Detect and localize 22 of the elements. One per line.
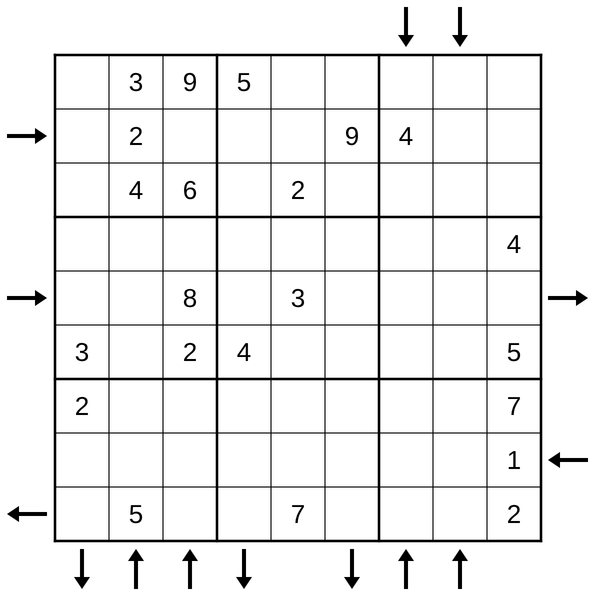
given-digit: 8 — [182, 285, 198, 311]
given-digit: 5 — [128, 501, 144, 527]
given-digit: 7 — [290, 501, 306, 527]
given-digit: 3 — [290, 285, 306, 311]
given-digit: 2 — [128, 123, 144, 149]
given-digit: 4 — [236, 339, 252, 365]
given-digit: 4 — [506, 231, 522, 257]
given-digit: 1 — [506, 447, 522, 473]
given-digit: 5 — [236, 69, 252, 95]
given-digit: 2 — [506, 501, 522, 527]
given-digit: 9 — [182, 69, 198, 95]
given-digit: 2 — [74, 393, 90, 419]
given-digit: 5 — [506, 339, 522, 365]
given-digit: 4 — [128, 177, 144, 203]
given-digit: 2 — [182, 339, 198, 365]
given-digit: 9 — [344, 123, 360, 149]
given-digit: 6 — [182, 177, 198, 203]
given-digit: 3 — [74, 339, 90, 365]
given-digit: 2 — [290, 177, 306, 203]
given-digit: 7 — [506, 393, 522, 419]
given-digit: 3 — [128, 69, 144, 95]
given-digit: 4 — [398, 123, 414, 149]
